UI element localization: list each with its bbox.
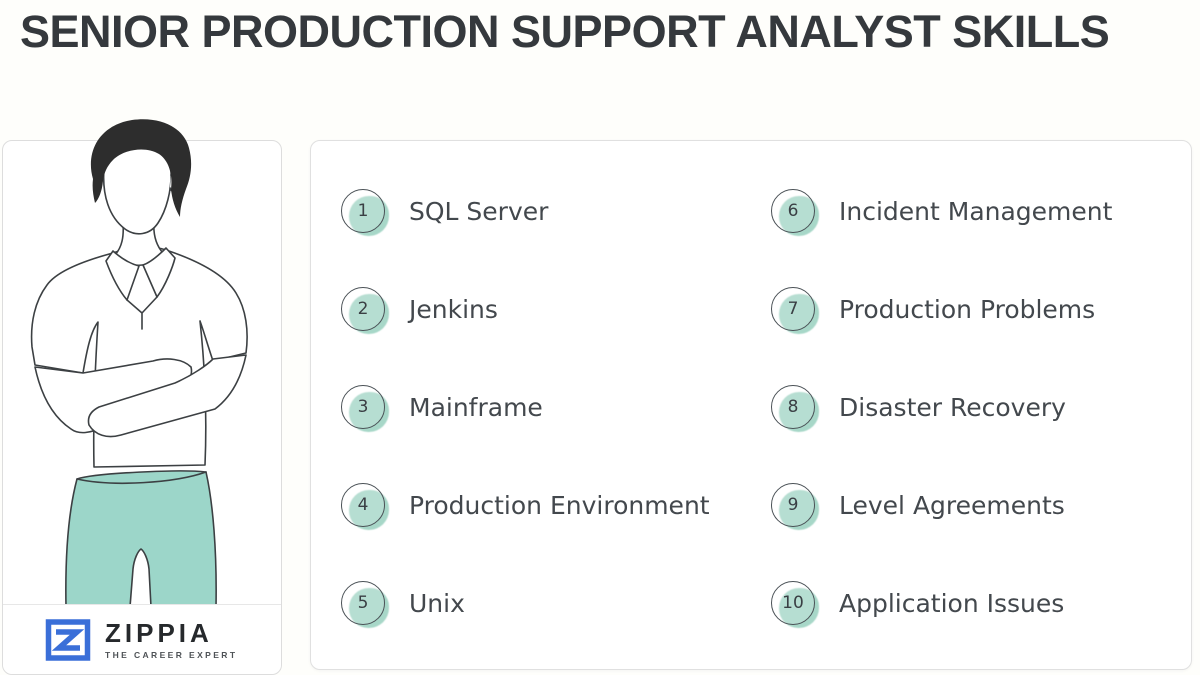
skill-item-8: 8 Disaster Recovery xyxy=(771,385,1112,432)
skill-item-9: 9 Level Agreements xyxy=(771,483,1112,530)
skill-number: 3 xyxy=(341,385,385,429)
illustration-card: ZIPPIA THE CAREER EXPERT xyxy=(2,119,282,675)
skill-label: Disaster Recovery xyxy=(839,392,1066,422)
skill-number: 10 xyxy=(771,581,815,625)
person-illustration xyxy=(30,119,248,608)
skill-number-badge: 10 xyxy=(771,581,819,628)
skill-item-10: 10 Application Issues xyxy=(771,581,1112,628)
skill-label: Production Environment xyxy=(409,490,710,520)
skill-item-1: 1 SQL Server xyxy=(341,189,710,236)
brand-footer: ZIPPIA THE CAREER EXPERT xyxy=(3,604,281,674)
zippia-z-icon xyxy=(45,618,91,661)
skill-number: 2 xyxy=(341,287,385,331)
skill-number: 1 xyxy=(341,189,385,233)
skill-item-6: 6 Incident Management xyxy=(771,189,1113,236)
skill-label: Application Issues xyxy=(839,588,1065,618)
skill-label: Production Problems xyxy=(839,294,1096,324)
skill-number: 6 xyxy=(771,189,815,233)
skill-number: 5 xyxy=(341,581,385,625)
skill-number-badge: 2 xyxy=(341,287,389,334)
page-title: SENIOR PRODUCTION SUPPORT ANALYST SKILLS xyxy=(20,6,1110,57)
skill-number-badge: 1 xyxy=(341,189,389,236)
skill-label: Unix xyxy=(409,588,465,618)
skill-label: Jenkins xyxy=(409,294,498,324)
brand-tagline: THE CAREER EXPERT xyxy=(105,649,238,660)
skill-label: Incident Management xyxy=(839,196,1113,226)
brand-name: ZIPPIA xyxy=(105,617,213,648)
skill-number-badge: 6 xyxy=(771,189,819,236)
skill-label: SQL Server xyxy=(409,196,549,226)
skills-card: 1 SQL Server 2 Jenkins 3 Mainframe 4 Pro… xyxy=(310,140,1192,670)
skill-number-badge: 8 xyxy=(771,385,819,432)
skill-item-7: 7 Production Problems xyxy=(771,287,1112,334)
skill-label: Mainframe xyxy=(409,392,543,422)
skill-item-3: 3 Mainframe xyxy=(341,385,710,432)
skill-number-badge: 5 xyxy=(341,581,389,628)
skill-number-badge: 4 xyxy=(341,483,389,530)
skill-number: 4 xyxy=(341,483,385,527)
skill-label: Level Agreements xyxy=(839,490,1065,520)
skill-number-badge: 7 xyxy=(771,287,819,334)
skill-item-2: 2 Jenkins xyxy=(341,287,710,334)
skill-number: 8 xyxy=(771,385,815,429)
skill-number: 7 xyxy=(771,287,815,331)
skill-number-badge: 3 xyxy=(341,385,389,432)
skill-item-5: 5 Unix xyxy=(341,581,710,628)
skill-item-4: 4 Production Environment xyxy=(341,483,710,530)
skill-number: 9 xyxy=(771,483,815,527)
skills-column-left: 1 SQL Server 2 Jenkins 3 Mainframe 4 Pro… xyxy=(341,189,710,628)
skill-number-badge: 9 xyxy=(771,483,819,530)
skills-column-right: 6 Incident Management 7 Production Probl… xyxy=(771,189,1113,628)
